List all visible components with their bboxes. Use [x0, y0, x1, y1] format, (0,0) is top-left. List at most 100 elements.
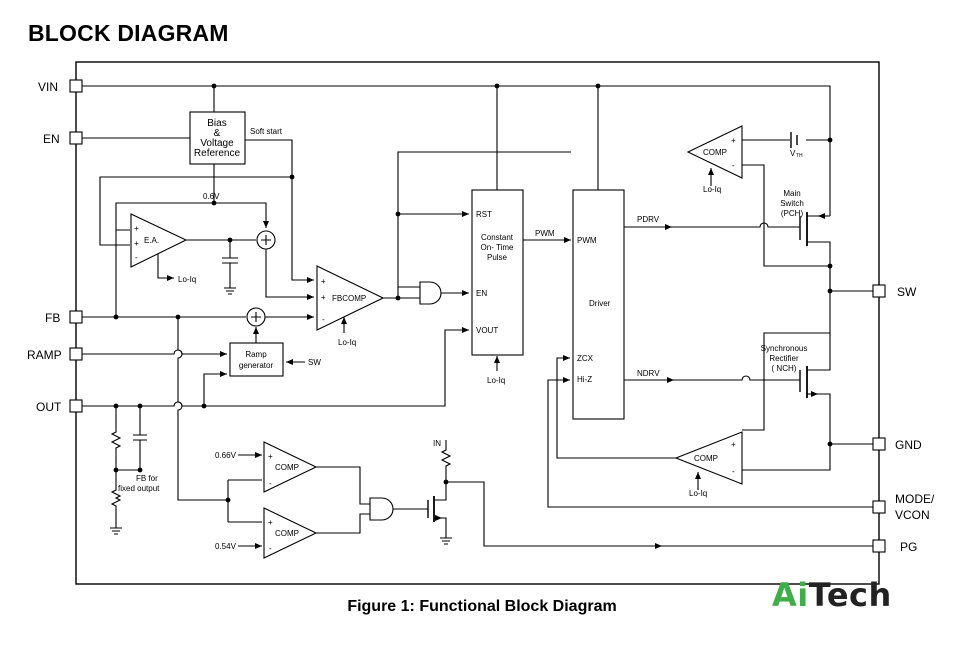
fbcomp-comparator: + + - FBCOMP — [316, 265, 385, 331]
summer-1 — [256, 230, 276, 250]
vin-rail — [82, 83, 833, 216]
sync-rect-label-3: ( NCH) — [772, 364, 797, 373]
comp-top-label: COMP — [703, 148, 727, 157]
bias-label-1: Bias — [207, 118, 226, 129]
main-switch-label-3: (PCH) — [781, 209, 804, 218]
comp-vth-comparator: + - COMP — [686, 125, 743, 179]
pin-en-label: EN — [43, 132, 60, 146]
sync-rectifier-nmos — [799, 333, 831, 444]
pg-open-drain-nmos — [427, 482, 452, 545]
fbcomp-plus-2: + — [321, 293, 326, 302]
ea-lo-iq: Lo-Iq — [178, 275, 196, 284]
pg-wire — [446, 481, 873, 547]
pin-ramp: RAMP — [27, 347, 83, 362]
sw-node-wire — [742, 266, 873, 431]
comp-zcx-comparator: + - COMP — [674, 431, 743, 485]
pin-vin: VIN — [38, 79, 83, 94]
pin-gnd-label: GND — [895, 438, 922, 452]
driver-hiz-label: Hi-Z — [577, 375, 592, 384]
resistor-divider — [110, 406, 147, 535]
comp-top-minus: - — [732, 161, 735, 170]
ramp-gen-label-2: generator — [239, 361, 274, 370]
pin-ramp-label: RAMP — [27, 348, 62, 362]
pg-comp-lower: + - COMP — [263, 507, 318, 559]
pg-lower-label: COMP — [275, 529, 299, 538]
bias-label-4: Reference — [194, 148, 241, 159]
sync-rect-label-1: Synchronous — [761, 344, 808, 353]
ea-label: E.A. — [144, 236, 159, 245]
fbcomp-minus: - — [322, 315, 325, 324]
comp-zcx-label: COMP — [694, 454, 718, 463]
fb-fixed-label-2: fixed output — [118, 484, 160, 493]
pin-sw-label: SW — [897, 285, 917, 299]
summer-2 — [246, 307, 266, 327]
ref-066v-label: 0.66V — [215, 451, 237, 460]
cot-lo-iq: Lo-Iq — [487, 376, 505, 385]
vth-label: V — [790, 149, 796, 158]
page-title: BLOCK DIAGRAM — [28, 20, 229, 46]
sync-rect-label-2: Rectifier — [769, 354, 799, 363]
logo-part-ai: Ai — [772, 576, 809, 614]
comp-zcx-plus: + — [731, 440, 736, 449]
and-gate-pg — [369, 497, 394, 521]
pg-upper-plus: + — [268, 452, 273, 461]
aitech-logo: AiTech — [772, 576, 892, 614]
driver-block: PWM Driver ZCX Hi-Z — [572, 189, 625, 420]
pin-fb-label: FB — [45, 311, 60, 325]
pg-lower-plus: + — [268, 518, 273, 527]
comp-top-lo-iq: Lo-Iq — [703, 185, 721, 194]
cot-rst-label: RST — [476, 210, 492, 219]
vth-subscript: TH — [796, 153, 803, 159]
ref-054v-label: 0.54V — [215, 542, 237, 551]
bias-reference-block: Bias & Voltage Reference — [189, 111, 246, 165]
vth-source: V TH — [790, 132, 803, 159]
pin-pg: PG — [872, 539, 917, 554]
cot-vout-label: VOUT — [476, 326, 498, 335]
driver-zcx-label: ZCX — [577, 354, 594, 363]
pdrv-label: PDRV — [637, 215, 660, 224]
constant-on-time-block: RST Constant On- Time Pulse EN VOUT — [471, 189, 524, 356]
error-amplifier: + + - E.A. — [130, 213, 188, 268]
main-switch-pmos — [799, 212, 831, 291]
and-gate-1 — [419, 281, 442, 305]
bias-label-2: & — [214, 128, 221, 139]
driver-label: Driver — [589, 299, 611, 308]
gnd-wire — [742, 443, 873, 471]
pin-vcon-label: VCON — [895, 508, 930, 522]
pg-comp-upper: + - COMP — [263, 441, 318, 493]
ndrv-wire — [624, 375, 800, 381]
comp-zcx-lo-iq: Lo-Iq — [689, 489, 707, 498]
ref-06v-wire — [115, 164, 215, 231]
fbcomp-plus-1: + — [321, 277, 326, 286]
ramp-sw-label: SW — [308, 358, 321, 367]
ea-minus: - — [135, 253, 138, 262]
ea-plus-1: + — [134, 224, 139, 233]
comp-zcx-minus: - — [732, 467, 735, 476]
figure-caption: Figure 1: Functional Block Diagram — [347, 598, 617, 615]
ndrv-label: NDRV — [637, 369, 660, 378]
in-label: IN — [433, 439, 441, 448]
ref-06v-label: 0.6V — [203, 192, 220, 201]
pg-upper-label: COMP — [275, 463, 299, 472]
pg-upper-minus: - — [269, 479, 272, 488]
ramp-wire — [82, 349, 227, 357]
cot-label-2: On- Time — [481, 243, 514, 252]
main-switch-label-2: Switch — [780, 199, 804, 208]
ramp-gen-label-1: Ramp — [245, 350, 267, 359]
pwm-wire-label: PWM — [535, 229, 555, 238]
pg-pullup-resistor — [440, 440, 452, 482]
bias-label-3: Voltage — [200, 138, 234, 149]
pin-vin-label: VIN — [38, 80, 58, 94]
logo-part-tech: Tech — [808, 576, 892, 614]
mode-wire — [547, 377, 873, 508]
fb-fixed-label-1: FB for — [136, 474, 158, 483]
pg-lower-minus: - — [269, 544, 272, 553]
pin-mode-label: MODE/ — [895, 492, 935, 506]
pin-out: OUT — [36, 399, 83, 414]
pin-mode-vcon: MODE/ VCON — [872, 492, 935, 522]
soft-start-wire — [245, 139, 314, 283]
cot-en-label: EN — [476, 289, 487, 298]
fbcomp-label: FBCOMP — [332, 294, 366, 303]
cot-label-1: Constant — [481, 233, 514, 242]
pin-gnd: GND — [872, 437, 922, 452]
